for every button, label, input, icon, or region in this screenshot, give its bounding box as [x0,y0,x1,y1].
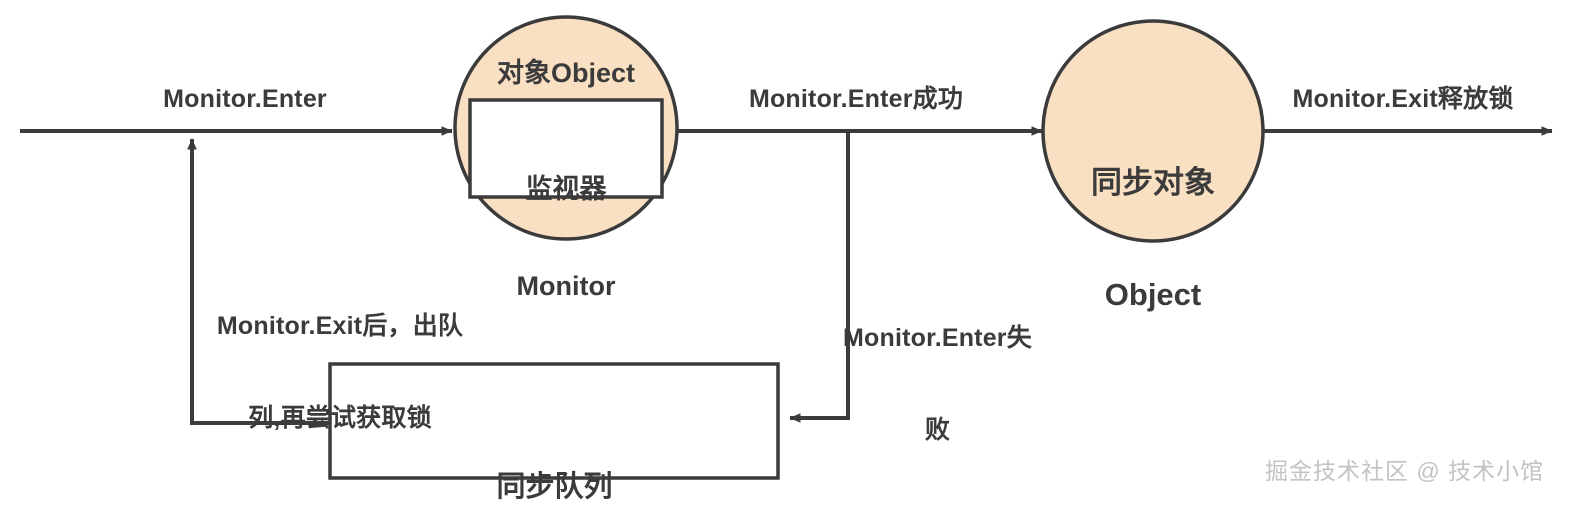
monitor-inner-box [468,98,664,199]
edge-label-exit-release: Monitor.Exit释放锁 [1292,85,1514,113]
edge-label-exit-dequeue-line1: Monitor.Exit后，出队 [216,312,464,340]
edge-label-enter: Monitor.Enter [163,85,327,113]
edge-label-exit-dequeue-line2: 列,再尝试获取锁 [248,403,432,432]
sync-object-circle-label-line2: Object [1104,276,1202,312]
monitor-box-label-line1: 监视器 [525,173,607,204]
monitor-box-label-line2: Monitor [516,270,616,301]
sync-queue-box [328,362,780,480]
sync-queue-box-label: 同步队列 SynchronizedQueue [331,400,778,506]
sync-object-circle [1041,19,1265,243]
edge-exit-dequeue-arrow [187,138,330,425]
edge-label-enter-fail-line2: 败 [924,415,951,444]
object-circle-title: 对象Object [496,58,636,88]
sync-queue-box-label-line1: 同步队列 [496,470,613,503]
edge-label-enter-success: Monitor.Enter成功 [748,85,964,113]
edge-label-exit-dequeue: Monitor.Exit后，出队 列,再尝试获取锁 [190,250,490,494]
monitor-box-label: 监视器 Monitor [470,108,662,367]
sync-object-circle-label-line1: 同步对象 [1091,165,1215,201]
sync-object-circle-label: 同步对象 Object [1044,90,1262,388]
edge-enter-fail-arrow [789,131,850,423]
edge-label-enter-fail-line1: Monitor.Enter失 [843,324,1032,352]
edge-label-enter-fail: Monitor.Enter失 败 [825,262,1050,506]
watermark: 掘金技术社区 @ 技术小馆 [1265,458,1545,484]
